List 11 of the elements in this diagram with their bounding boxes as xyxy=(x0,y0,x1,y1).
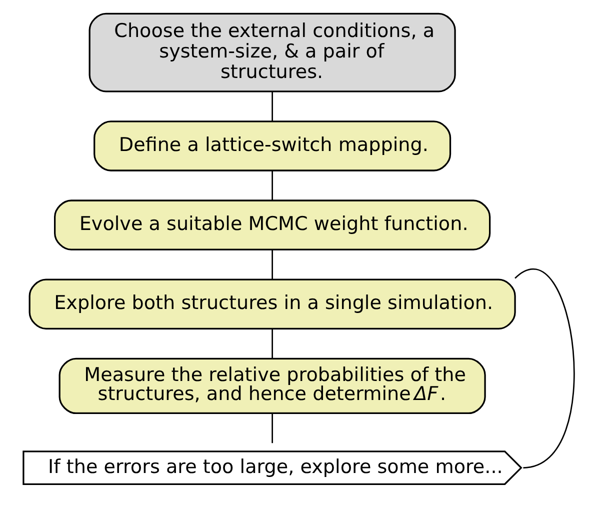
connector xyxy=(272,328,273,358)
connector xyxy=(272,170,273,200)
node-box: Measure the relative probabilities of the structures, and hence determine ΔF. xyxy=(58,358,486,414)
node-box: Evolve a suitable MCMC weight function. xyxy=(54,200,491,250)
node-box: Explore both structures in a single simulation. xyxy=(28,278,516,330)
node-box: Choose the external conditions, a system-size, & a pair of structures. xyxy=(88,12,456,92)
connector xyxy=(514,269,575,468)
connector xyxy=(272,92,273,122)
connector xyxy=(272,414,273,444)
node-box: Define a lattice-switch mapping. xyxy=(94,120,452,172)
connector xyxy=(272,250,273,280)
